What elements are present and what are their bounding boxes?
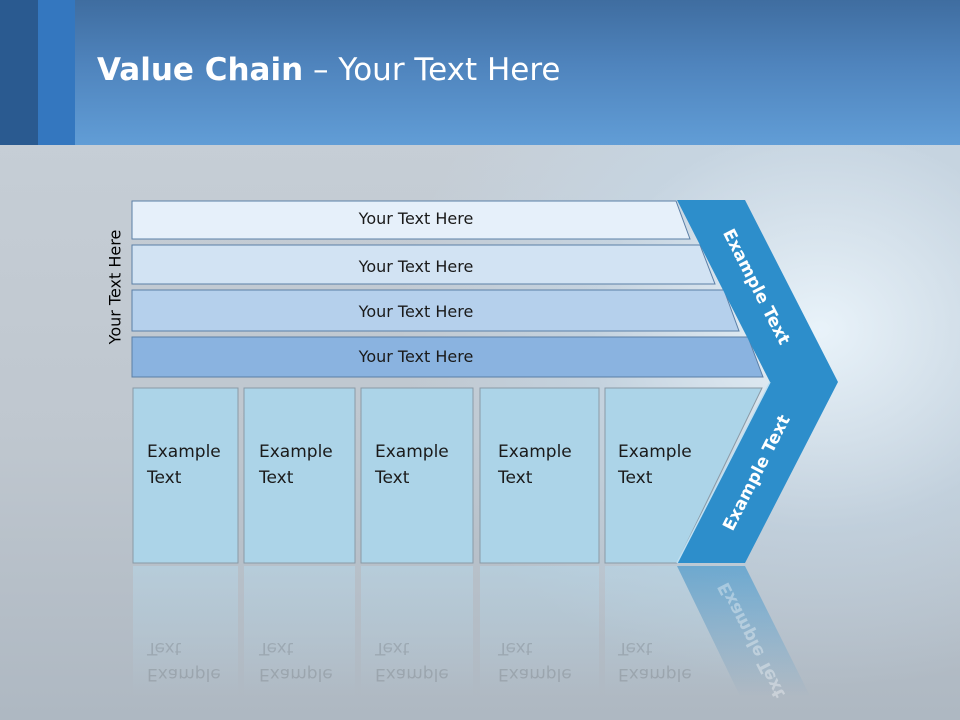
cell-line: Example bbox=[498, 664, 572, 684]
header-accent-dark bbox=[0, 0, 38, 145]
slide-title: Value Chain – Your Text Here bbox=[97, 52, 560, 88]
reflection-cell-2 bbox=[244, 566, 355, 696]
primary-cell-4 bbox=[479, 387, 600, 564]
cell-line: Text bbox=[375, 468, 410, 488]
cell-line: Example bbox=[498, 442, 572, 462]
cell-line: Example bbox=[618, 664, 692, 684]
reflection-cell-2-label: Example Text bbox=[259, 635, 359, 687]
side-label: Your Text Here bbox=[105, 229, 125, 345]
primary-cell-2 bbox=[243, 387, 356, 564]
header-accent-light bbox=[38, 0, 75, 145]
support-row-4-label: Your Text Here bbox=[358, 347, 474, 366]
support-row-3 bbox=[131, 289, 740, 332]
reflection-cell-4 bbox=[480, 566, 599, 696]
cell-line: Text bbox=[259, 468, 294, 488]
cell-line: Text bbox=[618, 468, 653, 488]
primary-cell-3 bbox=[360, 387, 474, 564]
margin-chevron-edge bbox=[676, 381, 771, 564]
cell-line: Text bbox=[498, 638, 533, 658]
support-row-2-label: Your Text Here bbox=[358, 257, 474, 276]
support-row-3-label: Your Text Here bbox=[358, 302, 474, 321]
cell-line: Example bbox=[259, 664, 333, 684]
cell-line: Text bbox=[259, 638, 294, 658]
header-band: Value Chain – Your Text Here bbox=[0, 0, 960, 145]
cell-line: Example bbox=[259, 442, 333, 462]
cell-line: Text bbox=[618, 638, 653, 658]
reflection-chevron bbox=[677, 566, 810, 696]
cell-line: Example bbox=[375, 442, 449, 462]
support-row-1-label: Your Text Here bbox=[358, 209, 474, 228]
cell-line: Example bbox=[375, 664, 449, 684]
reflection-cell-5 bbox=[605, 566, 740, 696]
cell-line: Example bbox=[618, 442, 692, 462]
title-bold: Value Chain bbox=[97, 52, 304, 88]
reflection-cell-3 bbox=[361, 566, 473, 696]
title-rest: – Your Text Here bbox=[303, 52, 561, 88]
support-row-2 bbox=[131, 244, 716, 285]
primary-cell-1 bbox=[132, 387, 239, 564]
reflection-cell-1-label: Example Text bbox=[147, 635, 247, 687]
cell-line: Text bbox=[147, 638, 182, 658]
support-row-4 bbox=[131, 336, 764, 378]
cell-line: Example bbox=[147, 664, 221, 684]
reflection-cell-4-label: Example Text bbox=[498, 635, 598, 687]
reflection-cell-5-label: Example Text bbox=[618, 635, 718, 687]
support-row-1 bbox=[131, 200, 691, 240]
cell-line: Text bbox=[375, 638, 410, 658]
cell-line: Text bbox=[147, 468, 182, 488]
reflection-cell-1 bbox=[133, 566, 238, 696]
reflection-cell-3-label: Example Text bbox=[375, 635, 475, 687]
margin-chevron bbox=[677, 200, 838, 563]
cell-line: Example bbox=[147, 442, 221, 462]
cell-line: Text bbox=[498, 468, 533, 488]
